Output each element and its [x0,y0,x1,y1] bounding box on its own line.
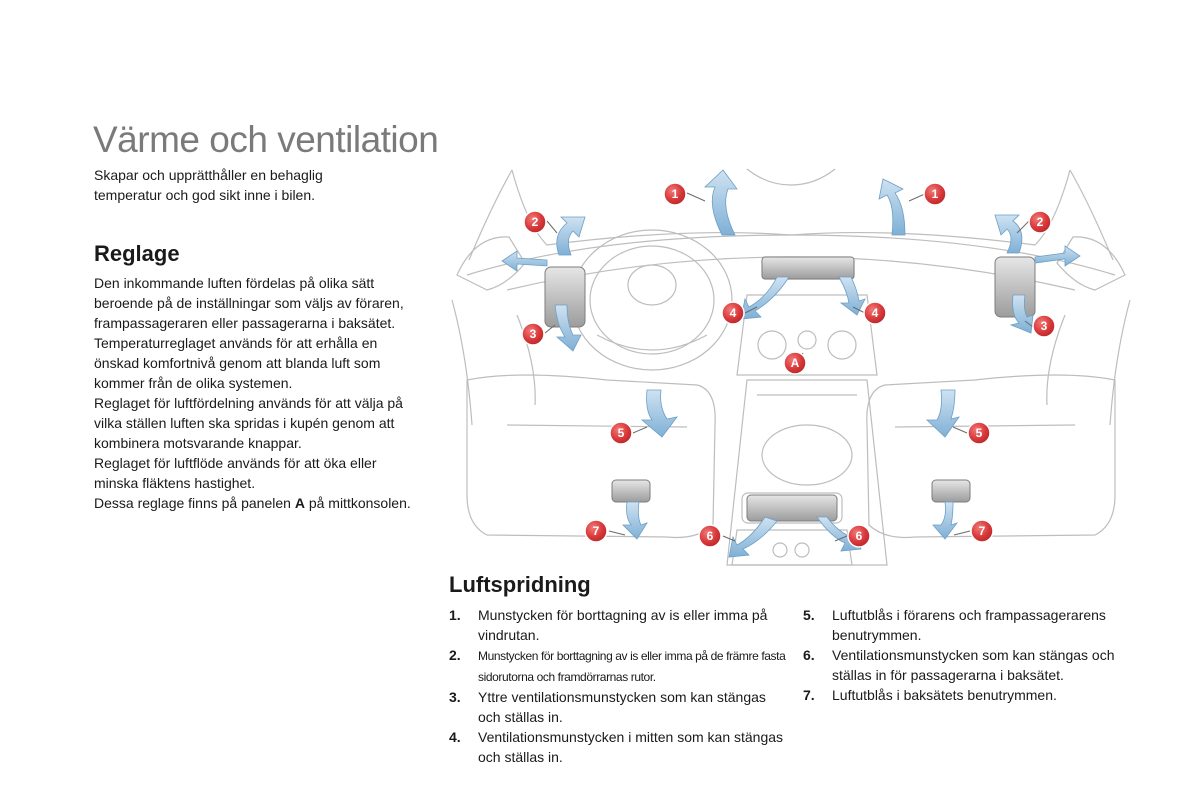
vent-grilles [544,256,1036,522]
marker-label: 4 [730,306,737,320]
arrow-1-right [878,178,906,236]
marker-label: 6 [707,529,714,543]
marker-label: 1 [932,187,939,201]
marker-label: 5 [976,426,983,440]
item-number: 5. [803,607,815,623]
footwell-vent-right [931,479,971,503]
item-text: Munstycken för borttagning av is eller i… [478,607,768,643]
arrow-4-right [838,276,866,316]
marker-3-left: 3 [521,322,545,346]
item-number: 7. [803,687,815,703]
marker-label: 2 [1037,215,1044,229]
arrow-5-right [925,389,960,438]
reglage-paragraph-last: Dessa reglage finns på panelen A på mitt… [94,493,424,513]
marker-2-right: 2 [1028,210,1052,234]
reglage-heading: Reglage [94,241,180,266]
arrow-1-left [703,169,738,236]
marker-label: 1 [672,187,679,201]
arrow-7-right [932,501,959,540]
reglage-body: Den inkommande luften fördelas på olika … [94,273,424,513]
list-item: 3. Yttre ventilationsmunstycken som kan s… [449,687,789,727]
marker-label: 7 [979,524,986,538]
item-text: Luftutblås i baksätets benutrymmen. [832,687,1057,703]
reglage-paragraph: Den inkommande luften fördelas på olika … [94,275,404,331]
marker-7-right: 7 [970,519,994,543]
marker-2-left: 2 [523,210,547,234]
item-number: 3. [449,689,461,705]
arrow-6-left [728,516,778,558]
item-number: 1. [449,607,461,623]
page-title: Värme och ventilation [93,119,439,160]
marker-label: 6 [856,529,863,543]
luftspridning-heading: Luftspridning [449,572,591,597]
panel-a-ref: A [294,495,305,511]
list-item: 4. Ventilationsmunstycken i mitten som ka… [449,727,789,767]
item-text: Ventilationsmunstycken som kan stängas o… [832,647,1115,683]
reglage-paragraph: Reglaget för luftflöde används för att ö… [94,455,377,491]
arrow-5-left [640,389,678,438]
marker-1-right: 1 [923,182,947,206]
luftspridning-list-left: 1. Munstycken för borttagning av is eller… [449,605,789,767]
footwell-vent-left [611,479,651,503]
list-item: 5. Luftutblås i förarens och frampassager… [803,605,1143,645]
markers: 1 1 2 2 3 3 4 4 A 5 5 6 6 7 7 [521,182,1056,548]
marker-6-left: 6 [698,524,722,548]
reglage-last-pre: Dessa reglage finns på panelen [94,495,295,511]
item-text: Munstycken för borttagning av is eller i… [478,649,786,684]
arrow-7-left [622,501,648,540]
marker-label: 5 [618,426,625,440]
arrow-2-left-b [501,250,548,272]
marker-label: 4 [872,306,879,320]
marker-6-right: 6 [847,524,871,548]
marker-label: 7 [593,524,600,538]
marker-4-left: 4 [721,301,745,325]
marker-label: 2 [532,215,539,229]
marker-3-right: 3 [1032,314,1056,338]
marker-4-right: 4 [863,301,887,325]
marker-1-left: 1 [663,182,687,206]
item-number: 4. [449,729,461,745]
arrow-4-left [740,276,790,320]
arrow-2-left [556,216,586,256]
item-number: 6. [803,647,815,663]
item-number: 2. [449,647,461,663]
airflow-arrows [501,169,1081,558]
page-subtitle: Skapar och upprätthåller en behaglig tem… [94,167,323,203]
arrow-3-right [1009,294,1034,334]
marker-7-left: 7 [584,519,608,543]
list-item: 1. Munstycken för borttagning av is eller… [449,605,789,645]
item-text: Yttre ventilationsmunstycken som kan stä… [478,689,766,725]
arrow-2-right [994,214,1023,254]
item-text: Ventilationsmunstycken i mitten som kan … [478,729,784,765]
marker-5-right: 5 [967,421,991,445]
marker-a: A [783,351,807,375]
marker-label: 3 [530,327,537,341]
list-item: 6. Ventilationsmunstycken som kan stängas… [803,645,1143,685]
reglage-last-post: på mittkonsolen. [304,495,411,511]
reglage-paragraph: Temperaturreglaget används för att erhål… [94,335,381,391]
marker-5-left: 5 [609,421,633,445]
item-text: Luftutblås i förarens och frampassagerar… [832,607,1106,643]
center-vent [761,256,855,280]
arrow-3-left [554,304,582,352]
luftspridning-list-right: 5. Luftutblås i förarens och frampassager… [803,605,1143,705]
arrow-2-right-b [1034,245,1081,267]
rear-center-vent [746,494,838,522]
list-item: 2. Munstycken för borttagning av is eller… [449,645,789,687]
reglage-paragraph: Reglaget för luftfördelning används för … [94,395,403,451]
panel-a-label: A [791,356,800,370]
car-interior-ventilation-diagram: 1 1 2 2 3 3 4 4 A 5 5 6 6 7 7 [447,165,1135,570]
list-item: 7. Luftutblås i baksätets benutrymmen. [803,685,1143,705]
marker-label: 3 [1041,319,1048,333]
